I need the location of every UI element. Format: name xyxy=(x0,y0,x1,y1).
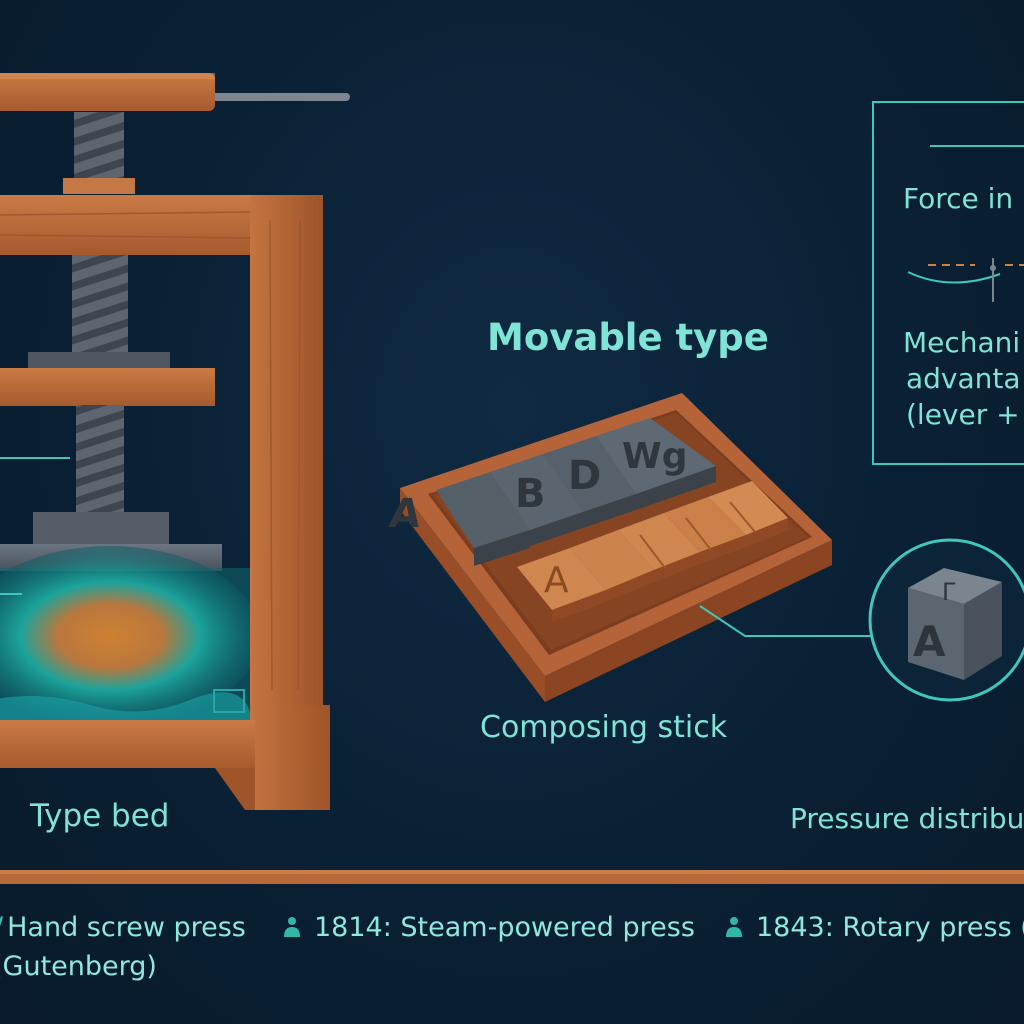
timeline-item-rotary-press: 1843: Rotary press (U xyxy=(722,912,1024,943)
timeline-item-steam-press: 1814: Steam-powered press xyxy=(280,912,695,943)
force-input-label: Force in xyxy=(903,182,1014,215)
person-icon xyxy=(284,917,300,937)
press-cross-beam xyxy=(0,195,270,255)
force-diagram xyxy=(907,258,1024,302)
pressure-distribution-label: Pressure distribu xyxy=(790,802,1024,835)
press-platen xyxy=(0,352,215,406)
pressure-magnifier: A Γ xyxy=(868,538,1024,702)
timeline-marker-icon: / xyxy=(0,912,3,943)
person-icon xyxy=(726,917,742,937)
mechanics-info-box xyxy=(872,101,1024,465)
timeline-item-label: 1814: Steam-powered press xyxy=(314,912,695,943)
type-bed-label: Type bed xyxy=(30,798,170,834)
press-screw-upper xyxy=(74,112,124,182)
movable-type-title: Movable type xyxy=(487,316,769,359)
press-base-beam xyxy=(0,720,255,768)
composing-stick-label: Composing stick xyxy=(480,710,728,745)
type-bed-glow xyxy=(0,546,260,726)
type-block-letter: D xyxy=(568,453,601,499)
timeline-item-label: 1843: Rotary press (U xyxy=(756,912,1024,943)
type-block-letter: A xyxy=(387,491,424,537)
timeline-item-line1: Hand screw press xyxy=(7,912,246,943)
mechanical-advantage-line3: (lever + s xyxy=(906,398,1024,431)
timeline-item-hand-press: /Hand screw press xyxy=(0,912,246,943)
press-screw-lower xyxy=(76,405,124,515)
pressure-leader-line xyxy=(699,605,872,637)
mechanical-advantage-line2: advanta xyxy=(906,362,1021,395)
press-right-post xyxy=(250,195,330,810)
press-screw-middle xyxy=(72,255,128,355)
type-block-letter: B xyxy=(515,471,546,517)
cube-letter-top: Γ xyxy=(942,578,956,606)
type-block-letter: Wg xyxy=(622,436,687,477)
mechanical-advantage-line1: Mechani xyxy=(903,326,1021,359)
timeline-item-hand-press-sub: (Gutenberg) xyxy=(0,951,157,982)
press-top-beam xyxy=(0,73,350,111)
wooden-type-letter: A xyxy=(544,560,569,601)
metal-type-blocks: A B D Wg xyxy=(387,418,716,566)
cube-letter-front: A xyxy=(913,617,946,666)
wooden-type-row: A xyxy=(517,481,788,622)
